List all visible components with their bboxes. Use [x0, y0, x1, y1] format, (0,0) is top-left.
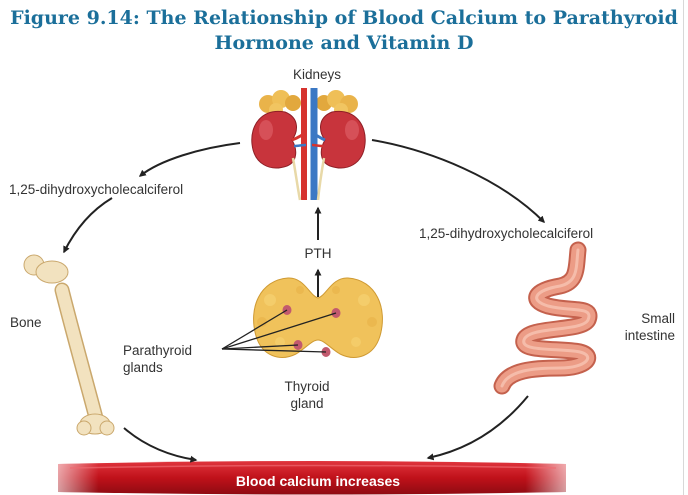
- kidney-left: [251, 110, 297, 169]
- kidneys-label: Kidneys: [292, 67, 342, 82]
- bone-illustration: [23, 254, 115, 436]
- arrow-kidneys-to-right-label: [371, 139, 545, 223]
- adrenal-right: [316, 90, 358, 117]
- kidneys-illustration: [251, 88, 366, 201]
- arrow-bone-to-blood: [123, 427, 198, 463]
- kidney-right: [320, 110, 366, 169]
- small-intestine-label-line-1: Small: [641, 311, 675, 326]
- parathyroid-glands-label-line-2: glands: [123, 360, 163, 375]
- pth-label: PTH: [304, 246, 332, 261]
- small-intestine-label: Small intestine: [590, 310, 675, 344]
- parathyroid-pointer-lines: [221, 309, 337, 353]
- vitamin-d-left-label: 1,25-dihydroxycholecalciferol: [9, 182, 184, 197]
- bone-label: Bone: [10, 315, 42, 330]
- thyroid-gland-label-line-1: Thyroid: [284, 379, 330, 394]
- arrow-intestine-to-blood: [426, 395, 529, 461]
- parathyroid-glands-label: Parathyroid glands: [123, 342, 192, 376]
- figure-title-line-1: Figure 9.14: The Relationship of Blood C…: [10, 7, 678, 29]
- figure-title-line-2: Hormone and Vitamin D: [214, 32, 474, 54]
- arrow-left-label-to-bone: [63, 197, 113, 254]
- arrow-kidneys-to-left-label: [138, 142, 241, 177]
- page-edge-divider: [683, 0, 684, 495]
- vitamin-d-right-label: 1,25-dihydroxycholecalciferol: [419, 226, 594, 241]
- figure-title: Figure 9.14: The Relationship of Blood C…: [0, 6, 688, 56]
- flow-arrows: [63, 139, 545, 463]
- thyroid-gland-label: Thyroid gland: [262, 378, 352, 412]
- thyroid-gland-label-line-2: gland: [290, 396, 324, 411]
- thyroid-illustration: [253, 277, 383, 358]
- blood-vessel-band: [58, 461, 566, 495]
- small-intestine-illustration: [493, 241, 598, 395]
- blood-calcium-label: Blood calcium increases: [235, 473, 401, 489]
- small-intestine-label-line-2: intestine: [624, 328, 675, 343]
- thyroid-gland: [253, 277, 383, 358]
- parathyroid-glands-label-line-1: Parathyroid: [123, 343, 193, 358]
